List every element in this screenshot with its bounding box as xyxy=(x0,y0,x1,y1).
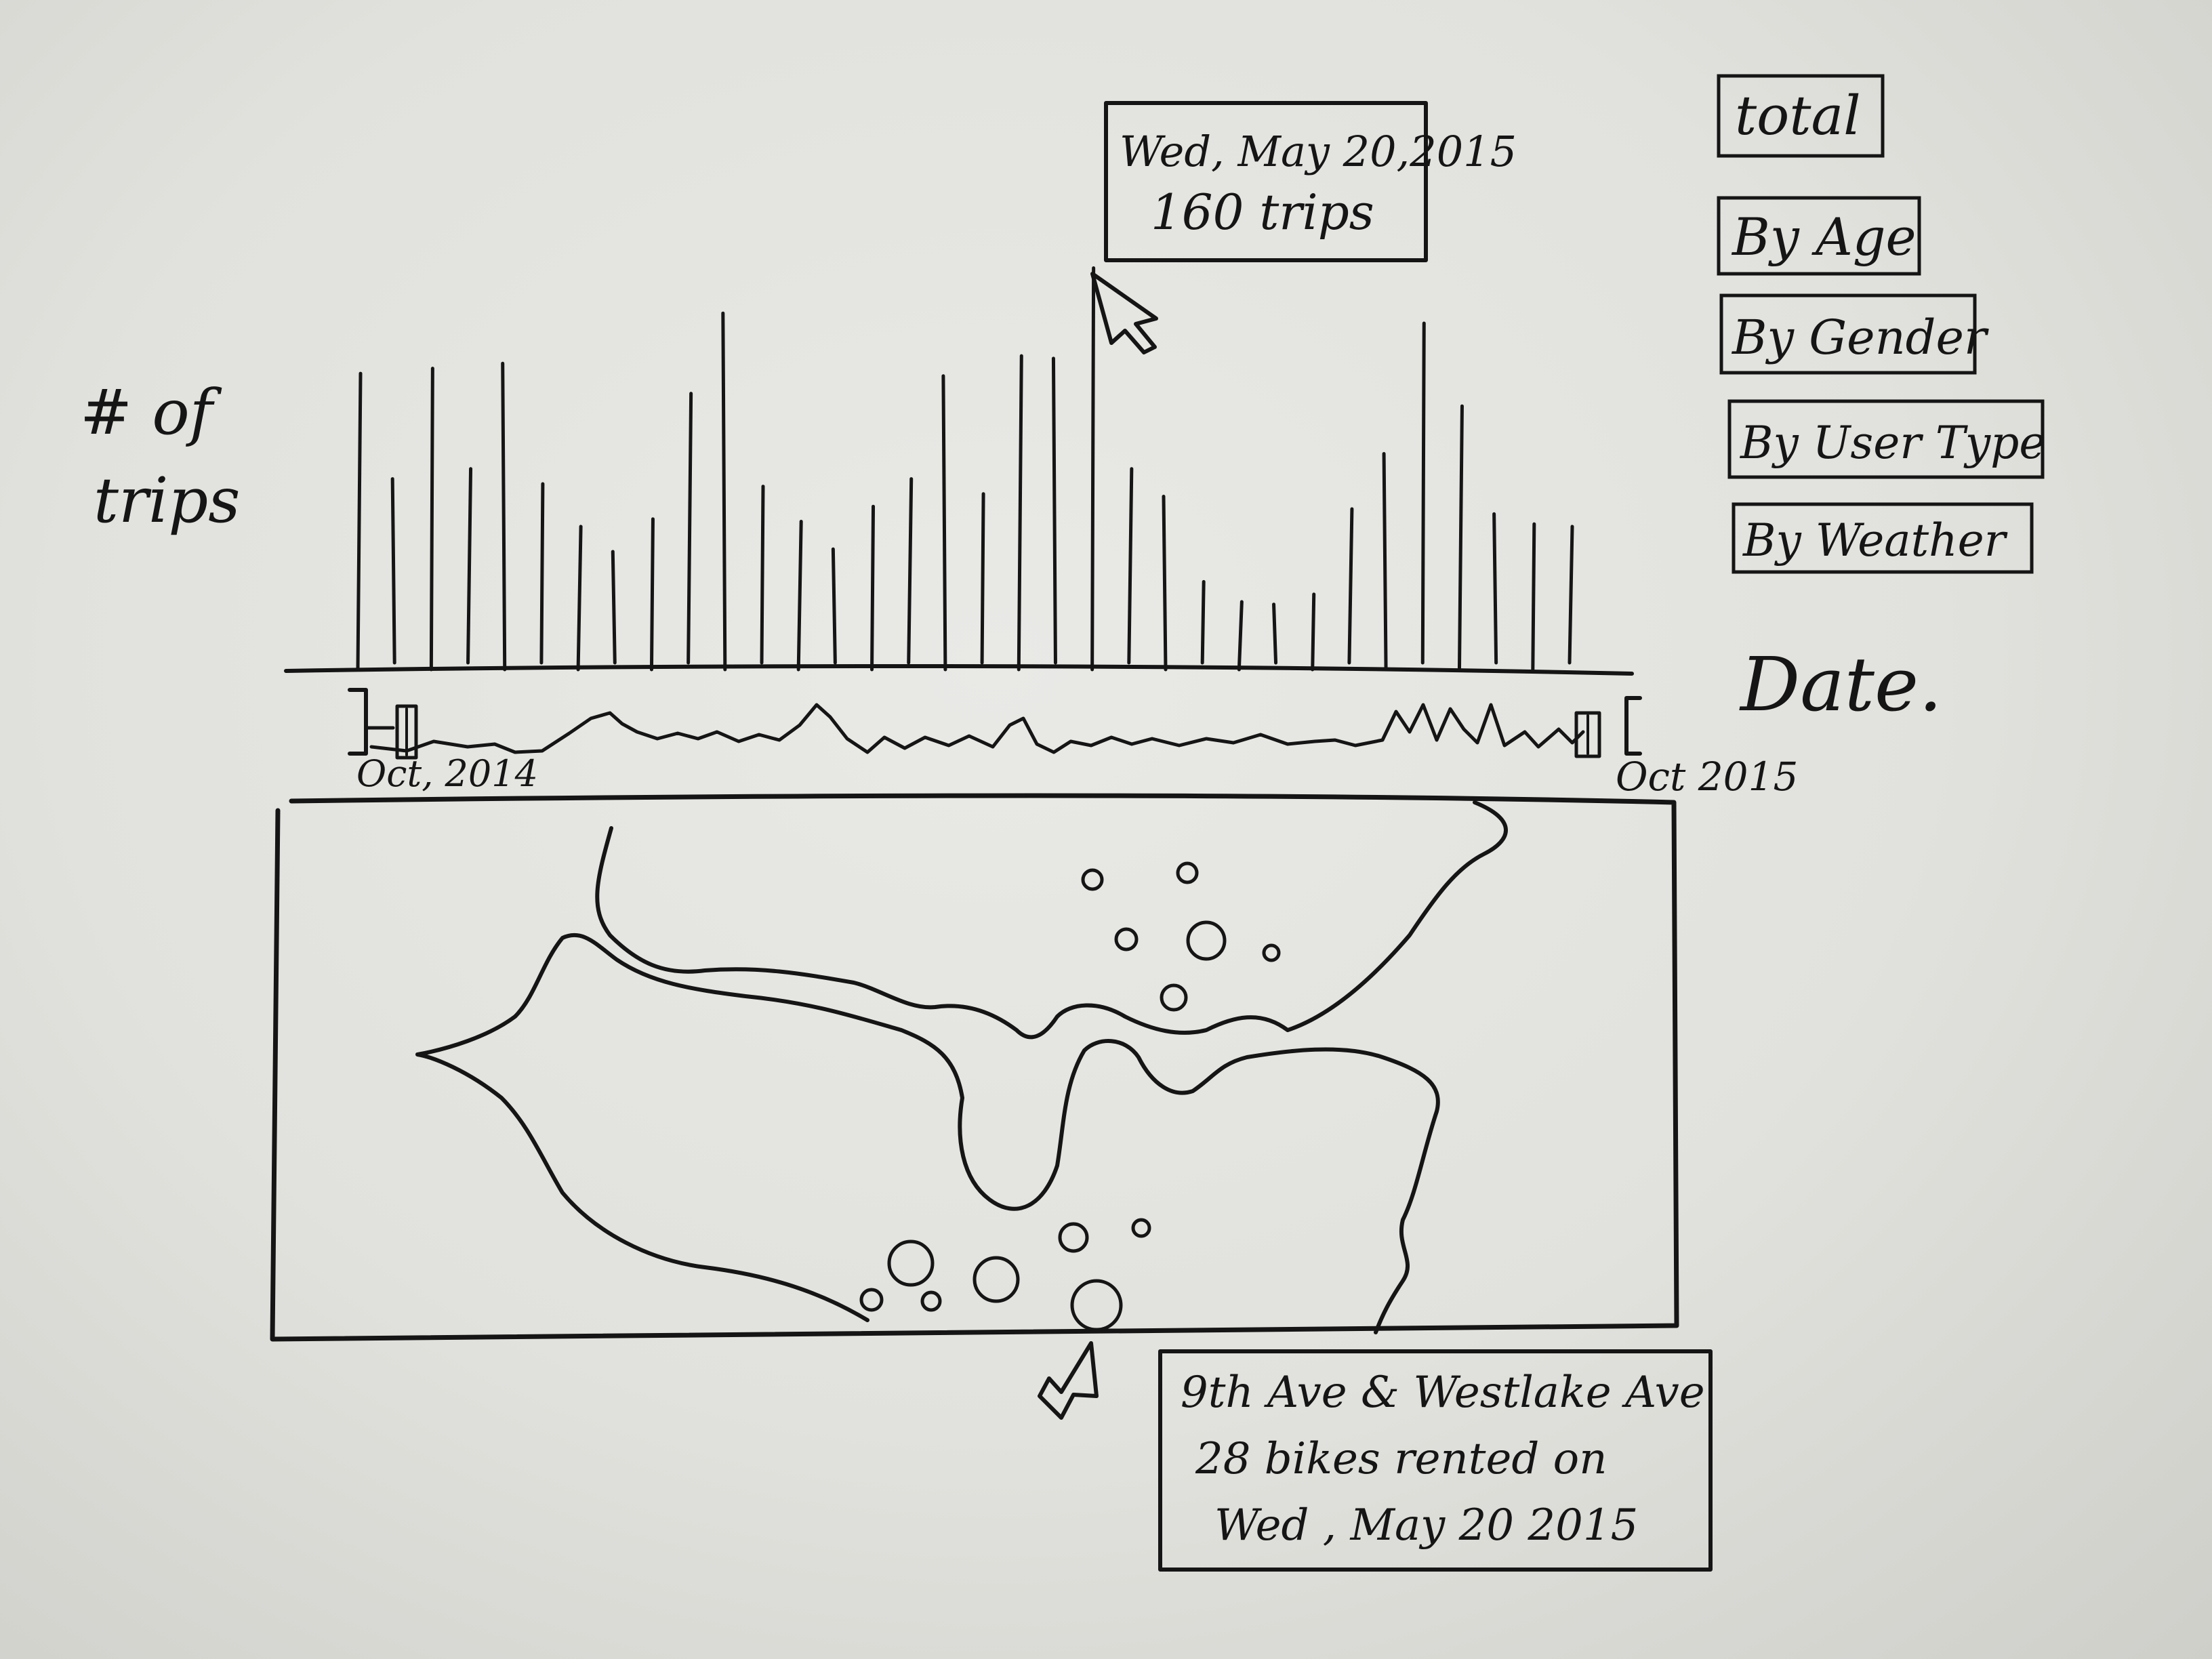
station-marker[interactable] xyxy=(1131,1218,1151,1238)
bar[interactable] xyxy=(539,482,545,665)
bar[interactable] xyxy=(796,520,803,672)
bar[interactable] xyxy=(1200,579,1206,665)
bar[interactable] xyxy=(1492,512,1498,665)
map-frame xyxy=(270,793,1679,1342)
map-coastline-peninsula xyxy=(415,933,1440,1334)
station-map[interactable] xyxy=(270,793,1679,1342)
station-marker[interactable] xyxy=(1262,943,1281,962)
y-axis-label-line2: trips xyxy=(94,464,240,537)
station-marker[interactable] xyxy=(1160,983,1188,1012)
station-marker[interactable] xyxy=(887,1240,935,1287)
range-start-label: Oct, 2014 xyxy=(356,752,538,795)
range-handle-start[interactable] xyxy=(395,704,418,760)
station-marker-selected[interactable] xyxy=(1070,1279,1123,1332)
bar[interactable] xyxy=(466,467,473,665)
bar[interactable] xyxy=(941,374,947,672)
range-start-bracket xyxy=(348,688,368,756)
bar[interactable] xyxy=(649,517,655,672)
station-marker[interactable] xyxy=(1114,927,1139,951)
chart-tooltip: Wed, May 20,2015 160 trips xyxy=(1104,101,1517,262)
filter-button-by-gender-label: By Gender xyxy=(1731,310,1989,365)
bar-chart xyxy=(356,266,1574,672)
x-axis-label: Date. xyxy=(1739,641,1942,728)
y-axis-label-line1: # of xyxy=(80,376,222,449)
bar[interactable] xyxy=(429,367,434,672)
bar[interactable] xyxy=(1090,266,1096,672)
bar[interactable] xyxy=(390,477,396,665)
filter-button-by-weather-label: By Weather xyxy=(1742,514,2008,567)
bar[interactable] xyxy=(611,550,617,665)
station-marker[interactable] xyxy=(1081,868,1104,891)
bar[interactable] xyxy=(980,492,985,665)
filter-button-total-label: total xyxy=(1735,84,1861,147)
bar[interactable] xyxy=(1017,354,1023,672)
date-range-slider[interactable]: Oct, 2014 Oct 2015 xyxy=(348,688,1798,800)
station-marker[interactable] xyxy=(859,1288,884,1312)
station-marker[interactable] xyxy=(1058,1222,1089,1253)
station-marker[interactable] xyxy=(972,1256,1020,1303)
map-tooltip-date: Wed , May 20 2015 xyxy=(1214,1500,1638,1551)
bar[interactable] xyxy=(1272,602,1278,665)
range-handle-end[interactable] xyxy=(1574,711,1601,758)
bar[interactable] xyxy=(721,311,727,672)
filter-button-by-weather[interactable]: By Weather xyxy=(1732,502,2034,574)
station-marker[interactable] xyxy=(1176,861,1199,884)
bar[interactable] xyxy=(1311,592,1316,672)
bar[interactable] xyxy=(760,485,765,665)
filter-button-by-age[interactable]: By Age xyxy=(1717,196,1921,276)
bar[interactable] xyxy=(1127,467,1134,665)
map-tooltip: 9th Ave & Westlake Ave 28 bikes rented o… xyxy=(1158,1349,1713,1572)
range-sparkline xyxy=(369,703,1585,754)
cursor-arrow-icon xyxy=(1090,272,1158,354)
station-marker[interactable] xyxy=(920,1290,942,1312)
chart-tooltip-trips: 160 trips xyxy=(1151,184,1374,241)
map-cursor-arrow-icon xyxy=(1038,1341,1099,1420)
bar[interactable] xyxy=(1568,525,1574,665)
filter-button-by-user-type[interactable]: By User Type xyxy=(1727,399,2045,479)
x-axis-line xyxy=(284,664,1634,676)
filter-button-total[interactable]: total xyxy=(1717,74,1885,158)
bar[interactable] xyxy=(501,361,507,672)
filter-button-by-user-type-label: By User Type xyxy=(1740,417,2045,469)
bar[interactable] xyxy=(1531,522,1536,672)
bar[interactable] xyxy=(1420,321,1426,665)
range-end-label: Oct 2015 xyxy=(1616,754,1798,800)
bar[interactable] xyxy=(576,525,583,672)
bar[interactable] xyxy=(687,392,693,665)
bar[interactable] xyxy=(831,547,837,665)
bar[interactable] xyxy=(1162,495,1168,672)
range-end-bracket xyxy=(1624,696,1642,756)
bar[interactable] xyxy=(907,477,914,665)
filter-button-by-gender[interactable]: By Gender xyxy=(1719,293,1989,375)
map-coastline-north xyxy=(595,800,1508,1040)
station-marker[interactable] xyxy=(1186,920,1227,961)
bar[interactable] xyxy=(1457,404,1464,672)
bar[interactable] xyxy=(1382,452,1388,672)
bar[interactable] xyxy=(1347,507,1354,665)
bar[interactable] xyxy=(870,504,876,672)
chart-tooltip-date: Wed, May 20,2015 xyxy=(1120,127,1517,176)
bar[interactable] xyxy=(356,371,363,672)
map-tooltip-station: 9th Ave & Westlake Ave xyxy=(1181,1368,1705,1418)
bar[interactable] xyxy=(1051,356,1057,665)
bar[interactable] xyxy=(1237,600,1244,672)
filter-button-by-age-label: By Age xyxy=(1731,207,1916,267)
map-tooltip-count: 28 bikes rented on xyxy=(1195,1434,1607,1484)
